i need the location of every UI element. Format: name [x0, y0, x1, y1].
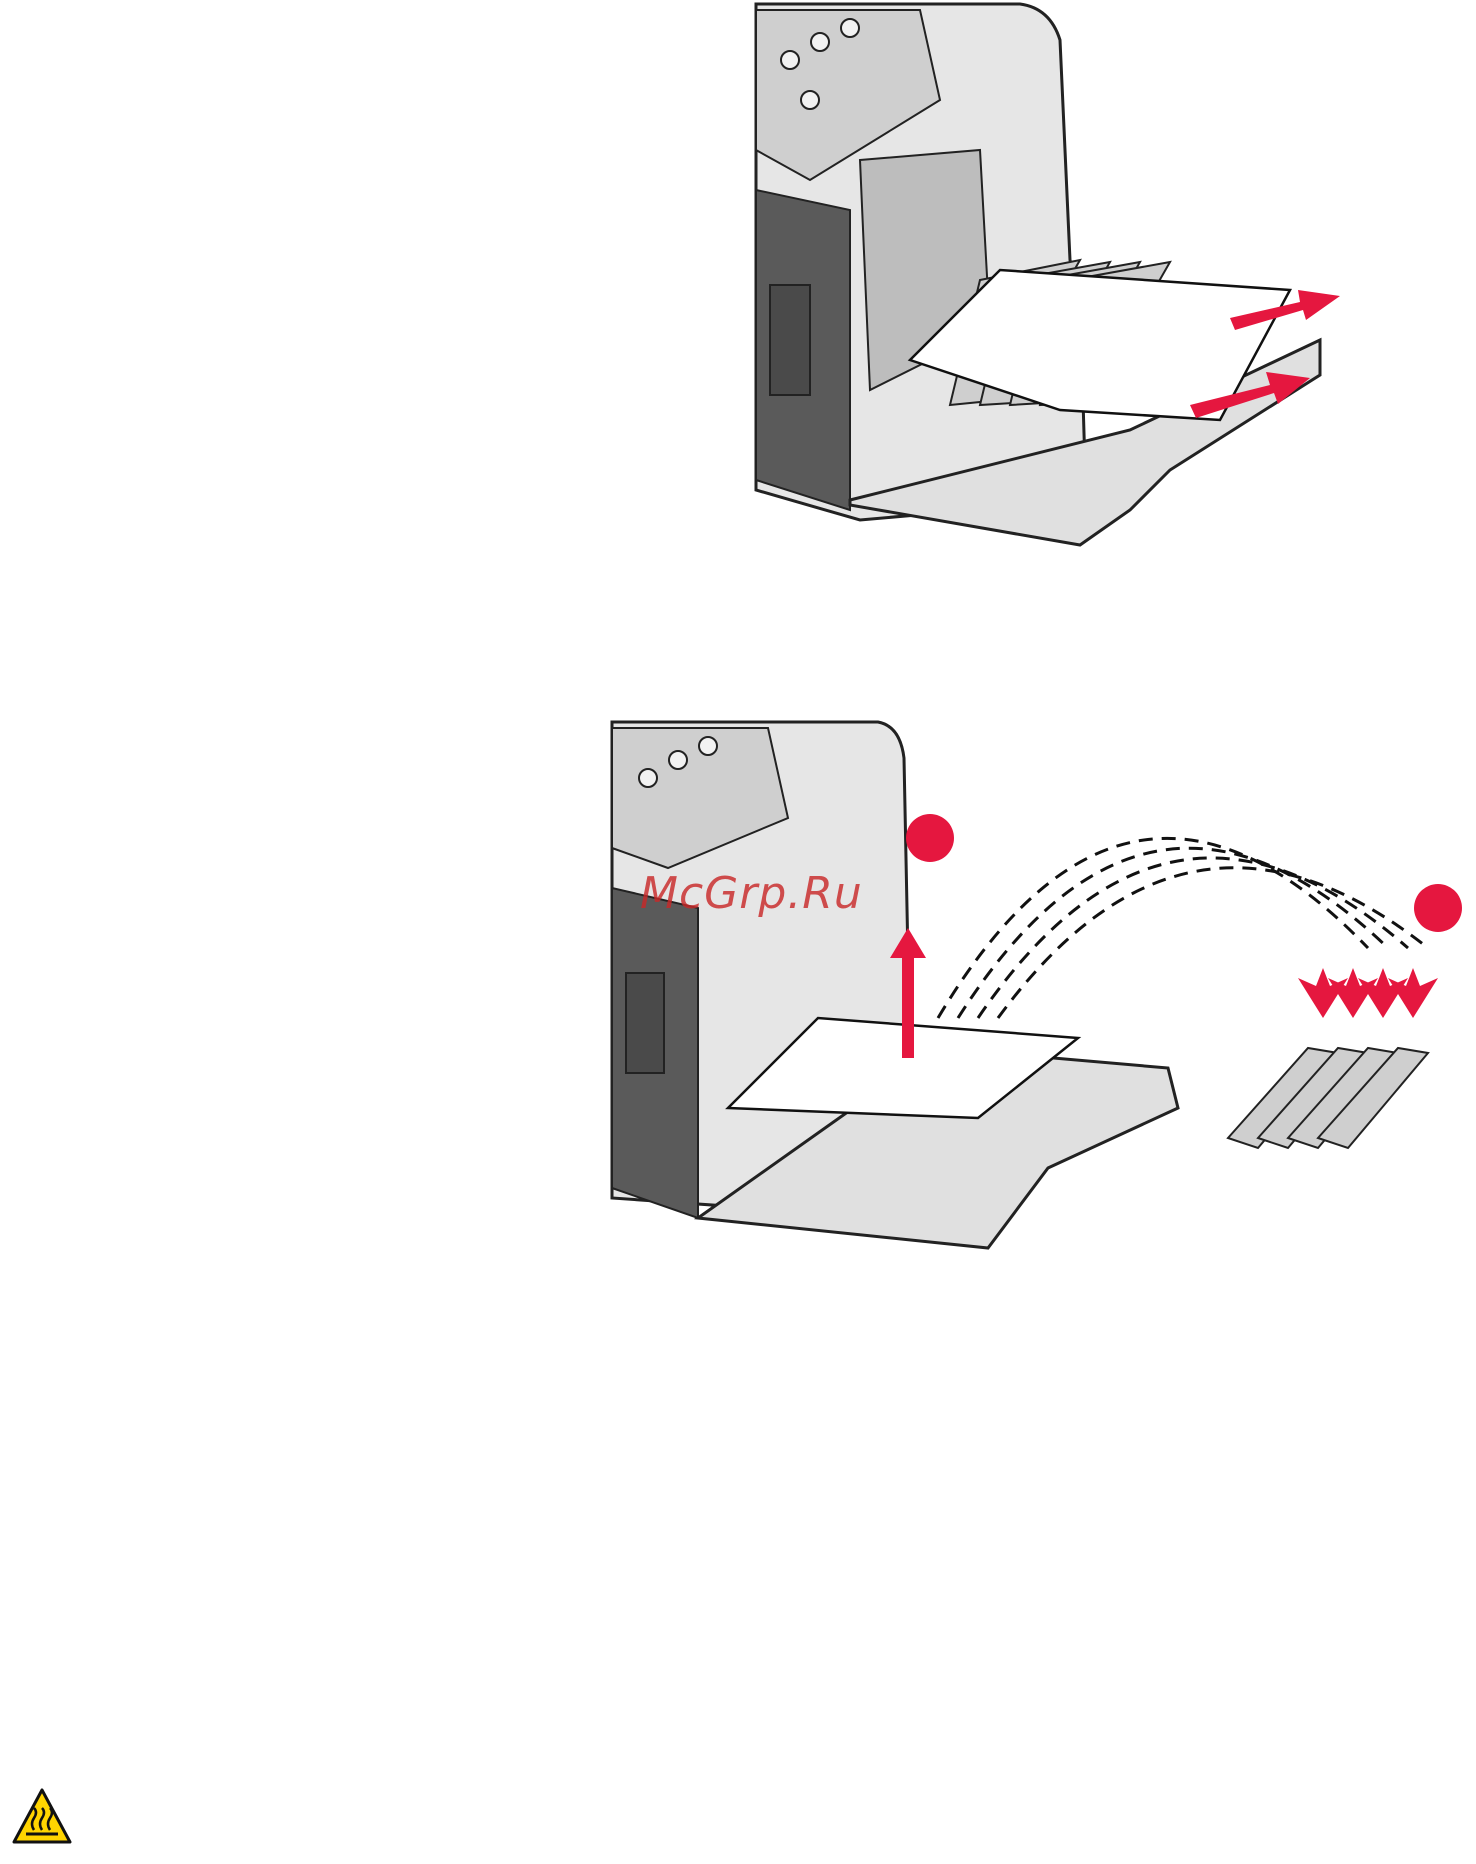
paper-jam-illustration-top — [750, 0, 1350, 560]
hot-surface-warning-icon — [10, 1786, 74, 1846]
printer-reinstall-drawing — [608, 718, 1468, 1258]
step-2-marker — [1414, 884, 1462, 932]
watermark-text: McGrp.Ru — [640, 868, 863, 919]
photoconductor-reinstall-illustration-bottom — [608, 718, 1468, 1258]
printer-paper-removal-drawing — [750, 0, 1350, 560]
step-1-marker — [906, 814, 954, 862]
